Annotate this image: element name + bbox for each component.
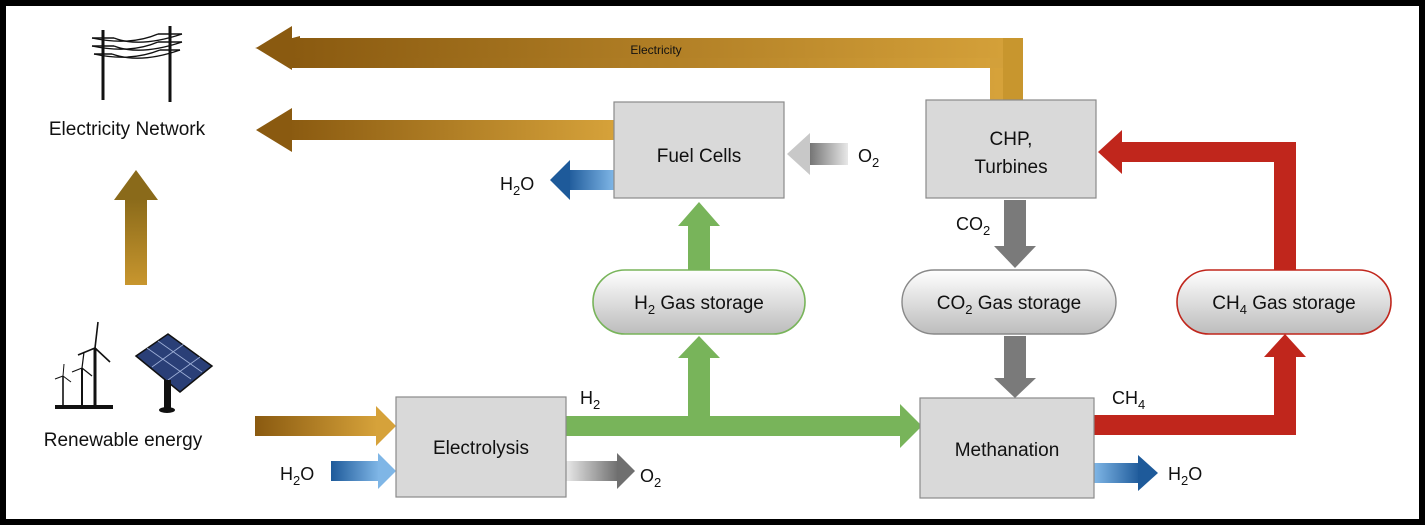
fuel-cell-o2-label: O2 — [858, 146, 879, 170]
renewable-energy-label: Renewable energy — [44, 430, 203, 451]
methanation-box: Methanation — [919, 397, 1095, 499]
electricity-top-arrow — [256, 26, 1023, 102]
h2-storage-pill: H2 Gas storage — [592, 269, 806, 335]
co2-to-methanation-arrow — [994, 336, 1036, 398]
co2-down-arrow — [994, 200, 1036, 268]
electrolysis-box: Electrolysis — [395, 396, 567, 498]
h2-storage-label: H2 Gas storage — [634, 293, 764, 317]
solar-panel-icon — [134, 333, 214, 413]
electrolysis-oxygen-arrow — [566, 453, 635, 489]
h2-flow-label: H2 — [580, 388, 600, 412]
methanation-h2o-label: H2O — [1168, 464, 1202, 488]
chp-turbines-box: CHP, Turbines — [925, 99, 1097, 199]
fuel-cell-water-arrow — [550, 160, 614, 200]
electrolysis-label: Electrolysis — [433, 438, 529, 459]
wind-turbine-icon — [54, 321, 113, 409]
chp-label: CHP, — [990, 129, 1033, 150]
co2-flow-label: CO2 — [956, 214, 990, 238]
methanation-water-arrow — [1094, 455, 1158, 491]
co2-storage-label: CO2 Gas storage — [937, 293, 1082, 317]
water-in-arrow — [331, 453, 396, 489]
ch4-storage-pill: CH4 Gas storage — [1176, 269, 1392, 335]
power-line-icon — [91, 26, 183, 102]
turbines-label: Turbines — [974, 157, 1047, 178]
electrolysis-o2-label: O2 — [640, 466, 661, 490]
power-to-gas-diagram: Electricity — [44, 26, 1392, 499]
fuel-cells-box: Fuel Cells — [613, 101, 785, 199]
renewable-to-electrolysis-arrow — [255, 406, 396, 446]
methanation-label: Methanation — [955, 440, 1060, 461]
renewable-up-arrow — [114, 170, 158, 285]
ch4-flow-label: CH4 — [1112, 388, 1145, 412]
hydrogen-to-fuel-cells-arrow — [678, 202, 720, 270]
electricity-label: Electricity — [630, 43, 681, 57]
electricity-network-label: Electricity Network — [49, 119, 206, 140]
co2-storage-pill: CO2 Gas storage — [901, 269, 1117, 335]
water-in-label: H2O — [280, 464, 314, 488]
diagram-frame: Electricity — [6, 6, 1419, 519]
fuel-cell-oxygen-arrow — [787, 133, 848, 175]
hydrogen-pipe — [566, 336, 922, 448]
ch4-storage-label: CH4 Gas storage — [1212, 293, 1355, 317]
fuel-cell-h2o-label: H2O — [500, 174, 534, 198]
methane-pipe — [1094, 130, 1306, 435]
fuel-cell-electricity-arrow — [256, 108, 614, 152]
fuel-cells-label: Fuel Cells — [657, 146, 741, 167]
